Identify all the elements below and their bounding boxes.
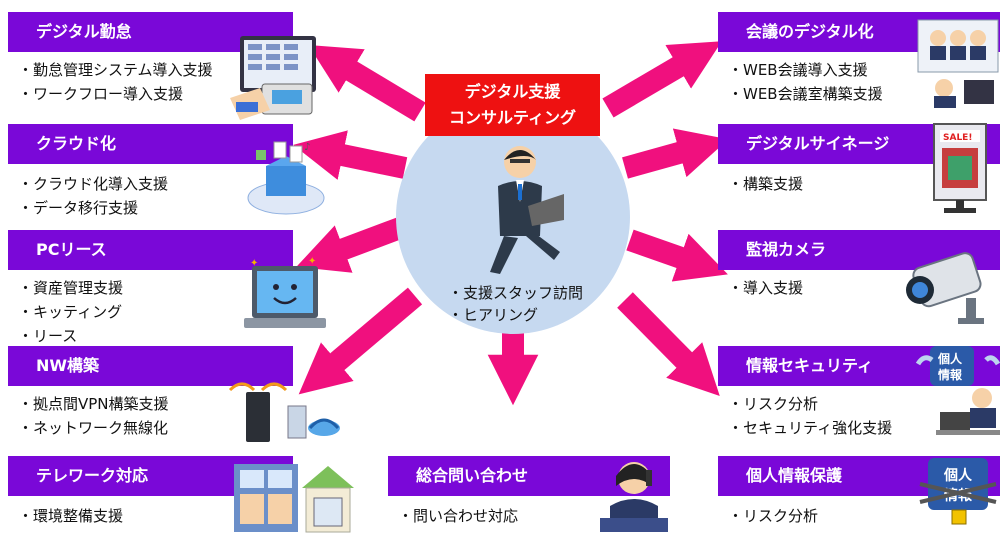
svg-text:✦: ✦ xyxy=(308,256,316,267)
list-item: ・WEB会議導入支援 xyxy=(728,61,868,79)
list-item: ・WEB会議室構築支援 xyxy=(728,85,883,103)
arrow-to-digital-attendance xyxy=(308,44,426,122)
list-item: ・ネットワーク無線化 xyxy=(18,419,169,437)
signage-illustration: SALE! xyxy=(933,123,987,213)
info-security-illustration: 個人 情報 xyxy=(915,346,1000,435)
box-cloud-title: クラウド化 xyxy=(8,124,293,164)
box-signage-items: ・構築支援 xyxy=(728,172,803,196)
box-pc-lease-items: ・資産管理支援 ・キッティング ・リース xyxy=(18,276,123,348)
center-item-visit: ・支援スタッフ訪問 xyxy=(448,284,584,302)
box-camera-items: ・導入支援 xyxy=(728,276,803,300)
arrow-to-signage xyxy=(622,128,729,179)
web-meeting-illustration xyxy=(917,19,999,108)
arrow-to-security xyxy=(617,292,720,397)
box-security-items: ・リスク分析 ・セキュリティ強化支援 xyxy=(728,392,892,440)
list-item: ・クラウド化導入支援 xyxy=(18,175,169,193)
box-inquiry-items: ・問い合わせ対応 xyxy=(398,504,518,528)
list-item: ・データ移行支援 xyxy=(18,199,139,217)
arrow-to-nw xyxy=(298,287,423,395)
box-telework-items: ・環境整備支援 xyxy=(18,504,123,528)
box-cloud-items: ・クラウド化導入支援 ・データ移行支援 xyxy=(18,172,168,220)
arrow-to-cloud xyxy=(293,130,408,180)
list-item: ・導入支援 xyxy=(728,279,804,297)
center-label: デジタル支援 コンサルティング xyxy=(425,74,600,136)
center-items: ・支援スタッフ訪問 ・ヒアリング xyxy=(448,282,583,326)
center-title-line2: コンサルティング xyxy=(448,108,577,127)
consultant-illustration xyxy=(490,146,564,274)
arrow-to-pc-lease xyxy=(296,217,404,273)
list-item: ・拠点間VPN構築支援 xyxy=(18,395,169,413)
privacy-badge-line1: 個人 xyxy=(943,467,973,484)
box-digital-attendance-items: ・勤怠管理システム導入支援 ・ワークフロー導入支援 xyxy=(18,58,213,106)
telework-illustration xyxy=(234,464,354,533)
list-item: ・構築支援 xyxy=(728,175,804,193)
attendance-device-illustration xyxy=(230,36,316,120)
privacy-protection-illustration: 個人 情報 xyxy=(919,458,997,525)
security-camera-illustration xyxy=(906,252,984,324)
box-nw-items: ・拠点間VPN構築支援 ・ネットワーク無線化 xyxy=(18,392,169,440)
list-item: ・リスク分析 xyxy=(728,395,819,413)
list-item: ・ワークフロー導入支援 xyxy=(18,85,184,103)
arrow-to-meeting xyxy=(602,41,722,118)
center-title-line1: デジタル支援 xyxy=(464,82,561,101)
center-item-hearing: ・ヒアリング xyxy=(448,306,539,324)
list-item: ・資産管理支援 xyxy=(18,279,124,297)
svg-text:✦: ✦ xyxy=(250,258,258,269)
list-item: ・リース xyxy=(18,327,78,345)
laptop-illustration: ✦ ✦ xyxy=(244,256,326,328)
box-pc-lease-title: PCリース xyxy=(8,230,293,270)
cloud-illustration: ♪ xyxy=(247,141,325,215)
list-item: ・キッティング xyxy=(18,303,123,321)
svg-text:♪: ♪ xyxy=(304,142,310,153)
arrow-to-camera xyxy=(626,229,728,282)
router-illustration xyxy=(228,382,340,442)
signage-sale-text: SALE! xyxy=(943,133,972,143)
list-item: ・問い合わせ対応 xyxy=(398,507,519,525)
list-item: ・環境整備支援 xyxy=(18,507,124,525)
list-item: ・セキュリティ強化支援 xyxy=(728,419,893,437)
list-item: ・リスク分析 xyxy=(728,507,819,525)
box-privacy-items: ・リスク分析 xyxy=(728,504,818,528)
operator-illustration xyxy=(600,462,668,532)
box-nw-title: NW構築 xyxy=(8,346,293,386)
security-badge-line2: 情報 xyxy=(938,367,963,382)
box-meeting-items: ・WEB会議導入支援 ・WEB会議室構築支援 xyxy=(728,58,883,106)
security-badge-line1: 個人 xyxy=(937,351,963,366)
list-item: ・勤怠管理システム導入支援 xyxy=(18,61,213,79)
